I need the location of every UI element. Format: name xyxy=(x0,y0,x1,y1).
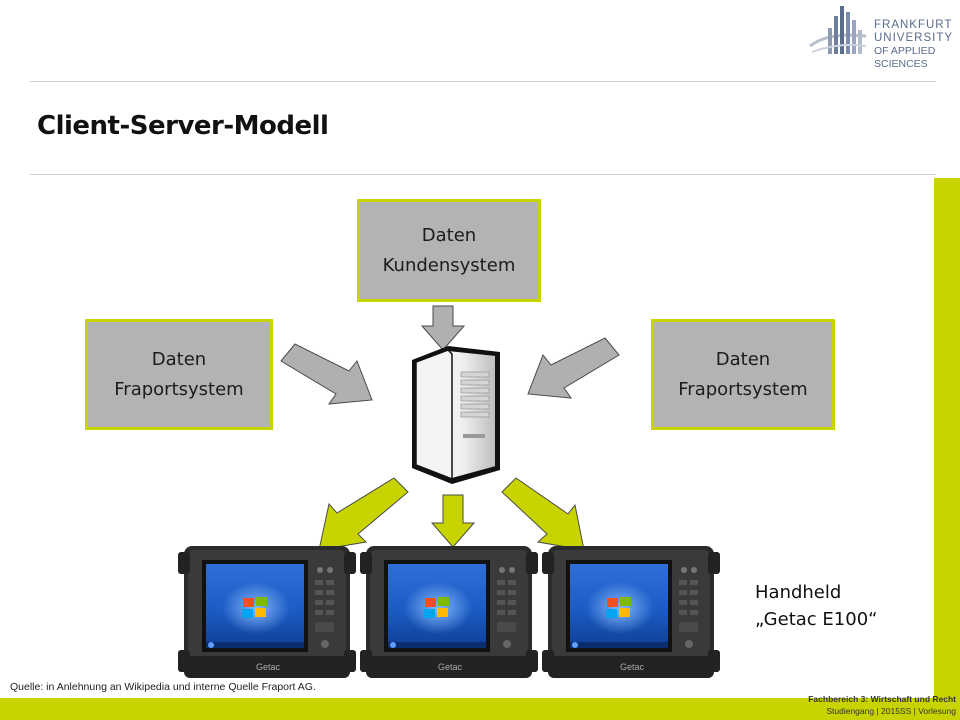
data-box-fraport-left: Daten Fraportsystem xyxy=(85,319,273,430)
right-accent-bar xyxy=(934,178,960,698)
diagram-graphics: Getac Getac Getac xyxy=(178,305,720,678)
data-box-fraport-right: Daten Fraportsystem xyxy=(651,319,835,430)
arrow-server-to-handheld-left xyxy=(318,477,409,551)
handheld-label: Handheld „Getac E100“ xyxy=(755,579,877,633)
handheld-label-line1: Handheld xyxy=(755,582,842,603)
handheld-label-line2: „Getac E100“ xyxy=(755,609,878,630)
handheld-device-right: Getac xyxy=(542,546,720,678)
arrow-left-to-server xyxy=(280,343,373,405)
data-box-fraport-left-line1: Daten xyxy=(151,348,207,370)
logo-line-2: UNIVERSITY xyxy=(874,32,954,44)
university-logo-graphic xyxy=(809,6,867,54)
device-brand-label: Getac xyxy=(438,662,463,672)
slide-title: Client-Server-Modell xyxy=(37,111,329,141)
device-brand-label: Getac xyxy=(256,662,281,672)
source-note: Quelle: in Anlehnung an Wikipedia und in… xyxy=(10,681,316,693)
device-brand-label: Getac xyxy=(620,662,645,672)
arrow-right-to-server xyxy=(527,337,620,399)
arrow-server-to-handheld-center xyxy=(430,494,476,548)
header-divider xyxy=(30,81,936,82)
data-box-customer-line2: Kundensystem xyxy=(382,254,516,276)
logo-line-3: OF APPLIED SCIENCES xyxy=(874,45,936,70)
bottom-accent-bar xyxy=(0,698,960,720)
data-box-fraport-left-line2: Fraportsystem xyxy=(114,378,244,400)
logo-line-1: FRANKFURT xyxy=(874,19,953,31)
university-logo: FRANKFURT UNIVERSITY OF APPLIED SCIENCES xyxy=(808,2,952,72)
footer-program: Studiengang | 2015SS | Vorlesung xyxy=(826,706,956,716)
handheld-device-left: Getac xyxy=(178,546,356,678)
data-box-fraport-right-line2: Fraportsystem xyxy=(678,378,808,400)
data-box-customer-system: Daten Kundensystem xyxy=(357,199,541,302)
server-icon xyxy=(412,346,500,484)
footer-department: Fachbereich 3: Wirtschaft und Recht xyxy=(808,694,956,704)
arrow-customer-to-server xyxy=(420,305,466,351)
data-box-customer-line1: Daten xyxy=(421,224,477,246)
arrow-server-to-handheld-right xyxy=(501,477,585,551)
title-divider xyxy=(30,174,936,175)
data-box-fraport-right-line1: Daten xyxy=(715,348,771,370)
handheld-device-center: Getac xyxy=(360,546,538,678)
